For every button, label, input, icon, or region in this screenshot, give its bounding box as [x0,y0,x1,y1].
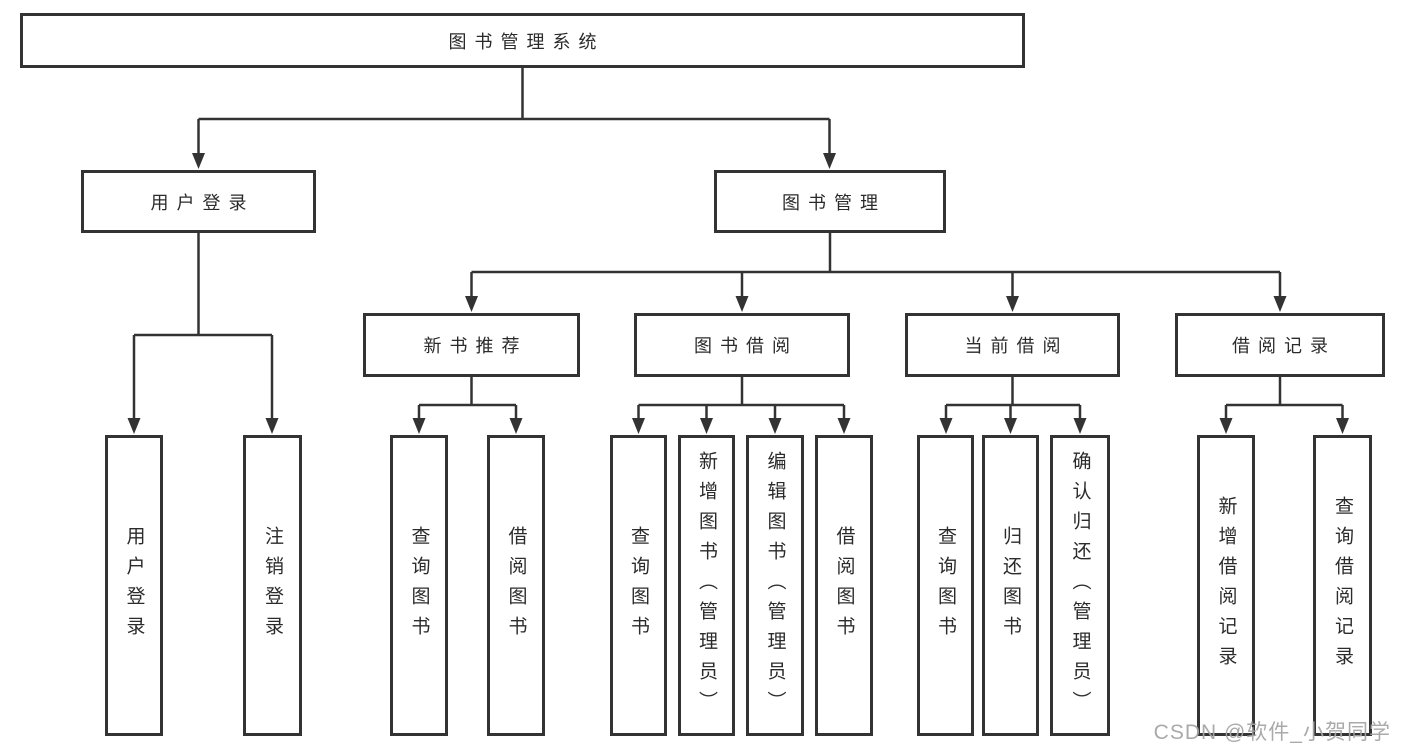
arrowhead-down-icon [939,418,953,434]
node-label: 确认归还（管理员） [1069,450,1091,721]
node-label: 图书管理系统 [448,31,605,52]
arrowhead-down-icon [735,296,749,312]
node-confirm-return-admin: 确认归还（管理员） [1050,435,1110,736]
node-label: 用户登录 [123,525,145,646]
arrowhead-down-icon [1219,418,1233,434]
connector-path [1224,377,1344,420]
node-new-book-recommend: 新书推荐 [363,313,580,377]
node-label: 查询图书 [408,525,430,646]
node-label: 新增借阅记录 [1215,495,1237,676]
arrowhead-down-icon [823,153,836,169]
node-query-books-current: 查询图书 [917,435,974,736]
node-book-management: 图书管理 [714,170,946,233]
node-label: 注销登录 [262,525,283,646]
arrowhead-down-icon [192,153,205,169]
node-query-borrow-record: 查询借阅记录 [1313,435,1372,736]
connector-path [417,377,518,420]
node-label: 查询图书 [628,525,649,646]
node-borrow-books-recommend: 借阅图书 [487,435,545,736]
node-label: 图书借阅 [694,336,798,356]
arrowhead-down-icon [632,418,645,434]
arrowhead-down-icon [265,418,279,434]
node-return-books: 归还图书 [982,435,1039,736]
node-label: 新增图书（管理员） [696,450,717,721]
node-label: 用户登录 [150,192,255,213]
node-query-books-recommend: 查询图书 [390,435,448,736]
node-user-login-action: 用户登录 [105,435,163,736]
arrowhead-down-icon [700,418,713,434]
node-label: 归还图书 [1000,525,1021,646]
node-label: 查询借阅记录 [1332,495,1353,676]
node-label: 图书管理 [782,192,886,213]
node-label: 借阅记录 [1232,336,1336,356]
arrowhead-down-icon [1273,296,1287,312]
node-add-books-admin: 新增图书（管理员） [678,435,735,736]
connector-path [637,377,846,420]
arrowhead-down-icon [509,418,523,434]
arrowhead-down-icon [1073,418,1087,434]
arrowhead-down-icon [412,418,426,434]
arrowhead-down-icon [1006,296,1019,312]
node-label: 当前借阅 [964,336,1069,356]
node-add-borrow-record: 新增借阅记录 [1197,435,1255,736]
arrowhead-down-icon [837,418,851,434]
connector-path [470,233,1282,298]
node-label: 查询图书 [935,525,956,646]
node-book-borrowing: 图书借阅 [634,313,850,377]
node-user-login: 用户登录 [81,170,316,233]
node-label: 借阅图书 [505,525,527,646]
node-label: 借阅图书 [833,525,855,646]
connector-path [944,377,1082,420]
node-edit-books-admin: 编辑图书（管理员） [746,435,804,736]
node-label: 新书推荐 [423,336,528,356]
node-borrowing-records: 借阅记录 [1175,313,1385,377]
arrowhead-down-icon [768,418,782,434]
node-library-management-system: 图书管理系统 [20,13,1025,68]
connector-path [197,68,831,155]
node-current-borrowing: 当前借阅 [905,313,1120,377]
node-logout-action: 注销登录 [243,435,302,736]
arrowhead-down-icon [127,418,141,434]
node-borrow-books-action: 借阅图书 [815,435,873,736]
arrowhead-down-icon [1004,418,1017,434]
node-label: 编辑图书（管理员） [764,450,786,721]
csdn-watermark: CSDN @软件_小贺同学 [1153,721,1391,744]
node-query-books-borrow: 查询图书 [610,435,667,736]
arrowhead-down-icon [465,296,478,312]
connector-path [132,233,274,420]
arrowhead-down-icon [1336,418,1349,434]
